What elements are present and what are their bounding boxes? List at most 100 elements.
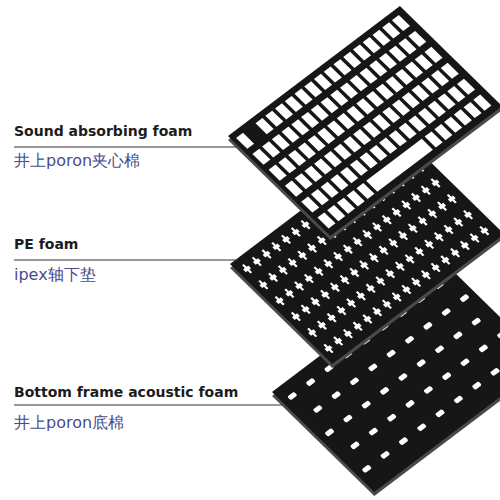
layer-name: Sound absorbing foam bbox=[14, 123, 192, 139]
foam-slot bbox=[404, 335, 415, 344]
switch-pad-cutout bbox=[250, 255, 264, 267]
foam-slot bbox=[453, 331, 464, 340]
sound-foam-plate bbox=[228, 6, 500, 236]
foam-slot bbox=[361, 400, 372, 409]
switch-pad-cutout bbox=[322, 342, 336, 354]
switch-pad-cutout bbox=[435, 200, 449, 212]
layer-name-chinese: ipex轴下垫 bbox=[14, 265, 96, 286]
switch-pad-cutout bbox=[370, 306, 384, 318]
switch-pad-cutout bbox=[344, 297, 358, 309]
switch-pad-cutout bbox=[331, 250, 345, 262]
switch-cutout bbox=[473, 95, 491, 111]
spacebar-cutout bbox=[366, 139, 433, 192]
switch-pad-cutout bbox=[266, 271, 280, 283]
switch-pad-cutout bbox=[260, 248, 274, 260]
plate-face bbox=[230, 134, 500, 364]
switch-pad-cutout bbox=[367, 252, 381, 264]
switch-pad-cutout bbox=[351, 236, 365, 248]
foam-slot bbox=[350, 441, 361, 450]
switch-pad-cutout bbox=[393, 260, 407, 272]
switch-pad-cutout bbox=[409, 276, 423, 288]
foam-slot bbox=[459, 294, 470, 303]
switch-pad-cutout bbox=[429, 261, 443, 273]
foam-slot bbox=[368, 363, 379, 372]
switch-pad-cutout bbox=[279, 233, 293, 245]
leader-line bbox=[14, 405, 282, 406]
switch-pad-cutout bbox=[257, 279, 271, 291]
switch-pad-cutout bbox=[426, 207, 440, 219]
switch-pad-cutout bbox=[452, 216, 466, 228]
layer-name-chinese: 井上poron底棉 bbox=[14, 413, 124, 434]
foam-slot bbox=[343, 414, 354, 423]
switch-pad-cutout bbox=[419, 184, 433, 196]
switch-pad-cutout bbox=[458, 239, 472, 251]
foam-slot bbox=[386, 349, 397, 358]
foam-slot bbox=[361, 464, 372, 473]
switch-pad-cutout bbox=[478, 225, 492, 237]
switch-pad-cutout bbox=[312, 265, 326, 277]
switch-pad-cutout bbox=[448, 247, 462, 259]
switch-pad-cutout bbox=[335, 304, 349, 316]
switch-pad-cutout bbox=[348, 266, 362, 278]
switch-pad-cutout bbox=[289, 226, 303, 238]
switch-pad-cutout bbox=[292, 280, 306, 292]
switch-pad-cutout bbox=[361, 313, 375, 325]
switch-pad-cutout bbox=[341, 328, 355, 340]
switch-pad-cutout bbox=[374, 275, 388, 287]
foam-slot bbox=[471, 317, 482, 326]
foam-slot bbox=[423, 321, 434, 330]
foam-slot bbox=[287, 392, 298, 401]
plate-face bbox=[228, 6, 500, 236]
foam-slot bbox=[453, 395, 464, 404]
switch-pad-cutout bbox=[403, 253, 417, 265]
switch-pad-cutout bbox=[409, 192, 423, 204]
foam-slot bbox=[305, 378, 316, 387]
switch-pad-cutout bbox=[341, 243, 355, 255]
switch-cutout bbox=[408, 31, 426, 47]
switch-cutout bbox=[457, 79, 475, 95]
switch-pad-cutout bbox=[390, 291, 404, 303]
foam-slot bbox=[423, 386, 434, 395]
switch-pad-cutout bbox=[383, 268, 397, 280]
switch-pad-cutout bbox=[283, 287, 297, 299]
leader-line bbox=[14, 260, 238, 261]
switch-pad-cutout bbox=[461, 209, 475, 221]
switch-pad-cutout bbox=[322, 258, 336, 270]
switch-pad-cutout bbox=[400, 199, 414, 211]
foam-slot bbox=[398, 373, 409, 382]
foam-slot bbox=[380, 451, 391, 460]
switch-pad-cutout bbox=[422, 238, 436, 250]
switch-pad-cutout bbox=[390, 206, 404, 218]
switch-pad-cutout bbox=[468, 232, 482, 244]
foam-slot bbox=[435, 409, 446, 418]
switch-pad-cutout bbox=[361, 228, 375, 240]
switch-pad-cutout bbox=[396, 230, 410, 242]
switch-pad-cutout bbox=[380, 214, 394, 226]
switch-pad-cutout bbox=[296, 249, 310, 261]
layer-name-chinese: 井上poron夹心棉 bbox=[14, 151, 140, 172]
foam-slot bbox=[478, 344, 489, 353]
foam-slot bbox=[398, 437, 409, 446]
foam-slot bbox=[324, 428, 335, 437]
switch-pad-cutout bbox=[416, 215, 430, 227]
switch-pad-cutout bbox=[364, 282, 378, 294]
switch-cutout bbox=[392, 15, 410, 31]
foam-slot bbox=[460, 358, 471, 367]
switch-pad-cutout bbox=[240, 263, 254, 275]
foam-slot bbox=[349, 377, 360, 386]
foam-layers bbox=[228, 6, 500, 496]
switch-pad-cutout bbox=[338, 274, 352, 286]
switch-pad-cutout bbox=[273, 295, 287, 307]
foam-slot bbox=[313, 405, 324, 414]
foam-slot bbox=[490, 367, 500, 376]
foam-slot bbox=[441, 308, 452, 317]
foam-slot bbox=[416, 359, 427, 368]
switch-pad-cutout bbox=[289, 311, 303, 323]
switch-pad-cutout bbox=[413, 245, 427, 257]
switch-pad-cutout bbox=[305, 242, 319, 254]
switch-pad-cutout bbox=[299, 303, 313, 315]
foam-slot bbox=[416, 423, 427, 432]
switch-pad-cutout bbox=[305, 326, 319, 338]
layer-name: PE foam bbox=[14, 236, 78, 252]
